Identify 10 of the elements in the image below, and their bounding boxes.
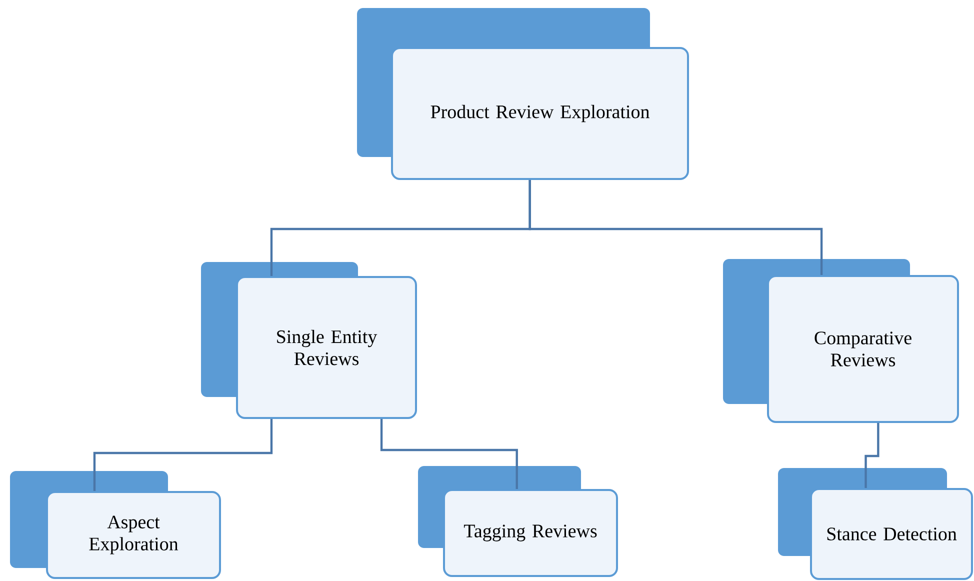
connector-line <box>93 419 273 491</box>
process-box: Single Entity Reviews <box>201 262 417 419</box>
connector-line <box>864 423 880 488</box>
process-box: Product Review Exploration <box>357 8 689 180</box>
process-box: Comparative Reviews <box>723 259 960 423</box>
connector-line <box>528 180 823 275</box>
process-box: Stance Detection <box>778 468 974 580</box>
process-box: Aspect Exploration <box>10 471 221 579</box>
connector-line <box>380 419 518 489</box>
process-box: Tagging Reviews <box>418 466 618 577</box>
